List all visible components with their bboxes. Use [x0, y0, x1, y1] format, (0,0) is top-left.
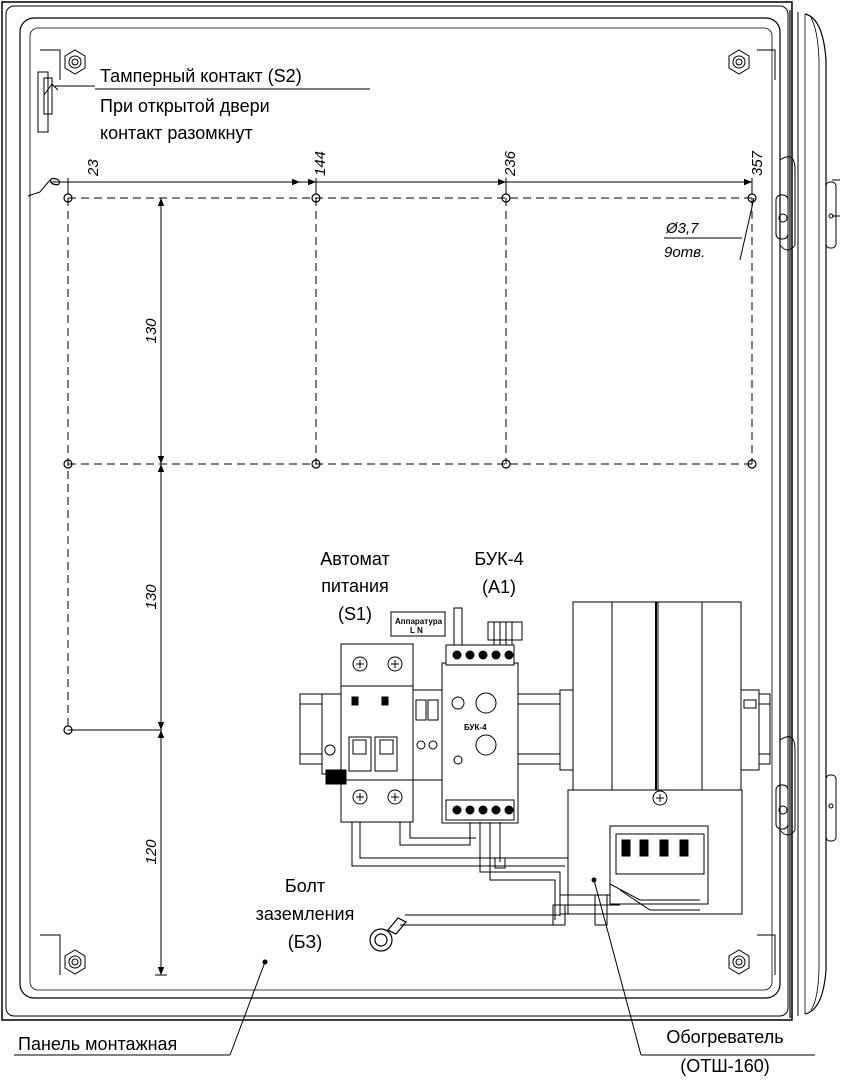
dim-v2: 130 — [143, 584, 160, 610]
heater-line2: (ОТШ-160) — [680, 1056, 770, 1076]
dim-x-zero: 0 — [47, 177, 64, 186]
buk4-module — [390, 607, 523, 824]
wiring — [351, 822, 700, 926]
enclosure-body — [1, 1, 827, 1021]
dim-v3: 120 — [143, 839, 160, 865]
dim-x3: 236 — [502, 150, 519, 177]
buk-face-label: БУК-4 — [464, 723, 487, 732]
ln-label: L N — [410, 626, 423, 635]
apparatus-label: Аппаратура — [395, 617, 443, 626]
buk-line1: БУК-4 — [474, 549, 523, 569]
dim-v1: 130 — [143, 318, 160, 344]
breaker-line1: Автомат — [320, 549, 389, 569]
corner-nuts — [40, 49, 776, 975]
ground-line2: заземления — [256, 904, 355, 924]
hole-diameter: Ø3,7 — [665, 220, 699, 237]
breaker-line3: (S1) — [338, 604, 372, 624]
circuit-breaker-s1 — [325, 643, 444, 823]
hole-grid — [67, 197, 753, 730]
dim-x2: 144 — [312, 151, 329, 176]
vertical-dimension — [68, 198, 167, 976]
buk-line2: (A1) — [482, 577, 516, 597]
dim-x4: 357 — [749, 150, 766, 176]
tamper-line2: При открытой двери — [100, 96, 270, 116]
ground-line1: Болт — [285, 876, 325, 896]
dim-x1: 23 — [85, 159, 102, 177]
ground-line3: (БЗ) — [288, 932, 322, 952]
tamper-contact — [37, 71, 370, 133]
leader-lines — [14, 877, 815, 1056]
tamper-title: Тамперный контакт (S2) — [100, 66, 302, 86]
door-hinges — [775, 156, 840, 842]
heater-line1: Обогреватель — [666, 1027, 783, 1047]
horizontal-dimension — [27, 178, 755, 261]
breaker-line2: питания — [321, 576, 389, 596]
hole-count: 9отв. — [664, 244, 705, 261]
panel-label: Панель монтажная — [18, 1034, 177, 1054]
heater-otsh160 — [567, 601, 743, 915]
grounding-bolt — [369, 917, 407, 952]
tamper-line3: контакт разомкнут — [100, 123, 253, 143]
